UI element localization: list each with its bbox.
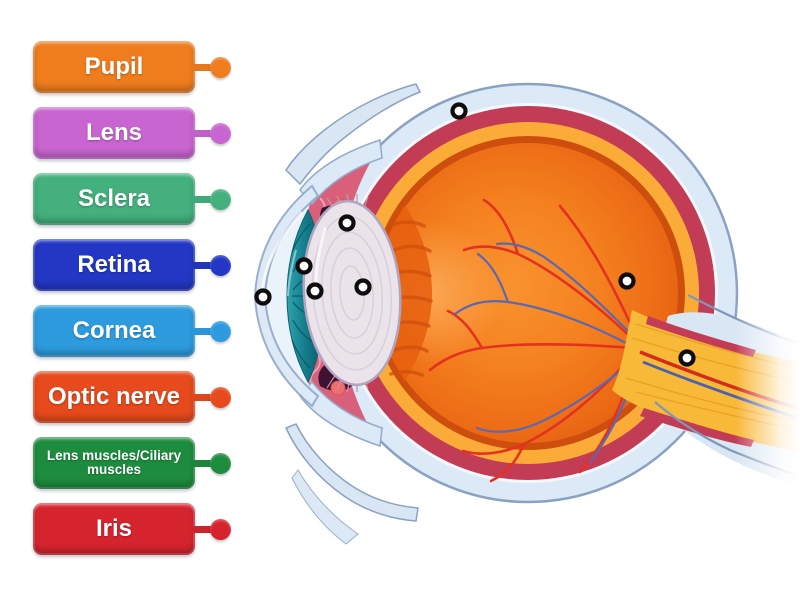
label-sclera-handle[interactable] — [210, 188, 231, 210]
label-cornea[interactable]: Cornea — [33, 305, 195, 357]
label-pupil-stem — [191, 63, 222, 71]
target-marker-2[interactable] — [338, 214, 356, 232]
label-pupil[interactable]: Pupil — [33, 41, 195, 93]
label-lens[interactable]: Lens — [33, 107, 195, 159]
label-iris[interactable]: Iris — [33, 503, 195, 555]
label-optic-nerve-stem — [191, 393, 222, 401]
eye-muscle-tendons — [284, 83, 422, 545]
target-markers — [254, 102, 696, 367]
label-pupil-handle[interactable] — [210, 56, 231, 78]
label-lens-stem — [191, 129, 222, 137]
cornea — [253, 184, 320, 408]
lens — [302, 199, 402, 387]
target-marker-7[interactable] — [618, 272, 636, 290]
label-lens-muscles-stem — [191, 459, 222, 467]
label-retina-stem — [191, 261, 222, 269]
label-column: Pupil Lens Sclera Retina Cornea Optic ne… — [0, 0, 240, 600]
label-sclera-stem — [191, 195, 222, 203]
label-row-lens-muscles: Lens muscles/Ciliary muscles — [33, 437, 237, 489]
label-row-iris: Iris — [33, 503, 237, 555]
label-cornea-handle[interactable] — [210, 320, 231, 342]
label-row-lens: Lens — [33, 107, 237, 159]
target-marker-6[interactable] — [254, 288, 272, 306]
label-sclera[interactable]: Sclera — [33, 173, 195, 225]
label-iris-handle[interactable] — [210, 518, 231, 540]
label-row-cornea: Cornea — [33, 305, 237, 357]
target-marker-8[interactable] — [678, 349, 696, 367]
blood-vessels — [428, 198, 641, 483]
target-marker-5[interactable] — [354, 278, 372, 296]
label-row-sclera: Sclera — [33, 173, 237, 225]
label-cornea-stem — [191, 327, 222, 335]
label-row-pupil: Pupil — [33, 41, 237, 93]
sclera-front-flare — [299, 138, 383, 448]
label-lens-muscles-handle[interactable] — [210, 452, 231, 474]
label-lens-muscles[interactable]: Lens muscles/Ciliary muscles — [33, 437, 195, 489]
label-optic-nerve-handle[interactable] — [210, 386, 231, 408]
label-lens-handle[interactable] — [210, 122, 231, 144]
label-iris-stem — [191, 525, 222, 533]
target-marker-4[interactable] — [306, 282, 324, 300]
target-marker-1[interactable] — [450, 102, 468, 120]
label-row-optic-nerve: Optic nerve — [33, 371, 237, 423]
target-marker-3[interactable] — [295, 257, 313, 275]
edge-fade — [735, 240, 800, 570]
label-retina[interactable]: Retina — [33, 239, 195, 291]
label-optic-nerve[interactable]: Optic nerve — [33, 371, 195, 423]
label-row-retina: Retina — [33, 239, 237, 291]
label-retina-handle[interactable] — [210, 254, 231, 276]
